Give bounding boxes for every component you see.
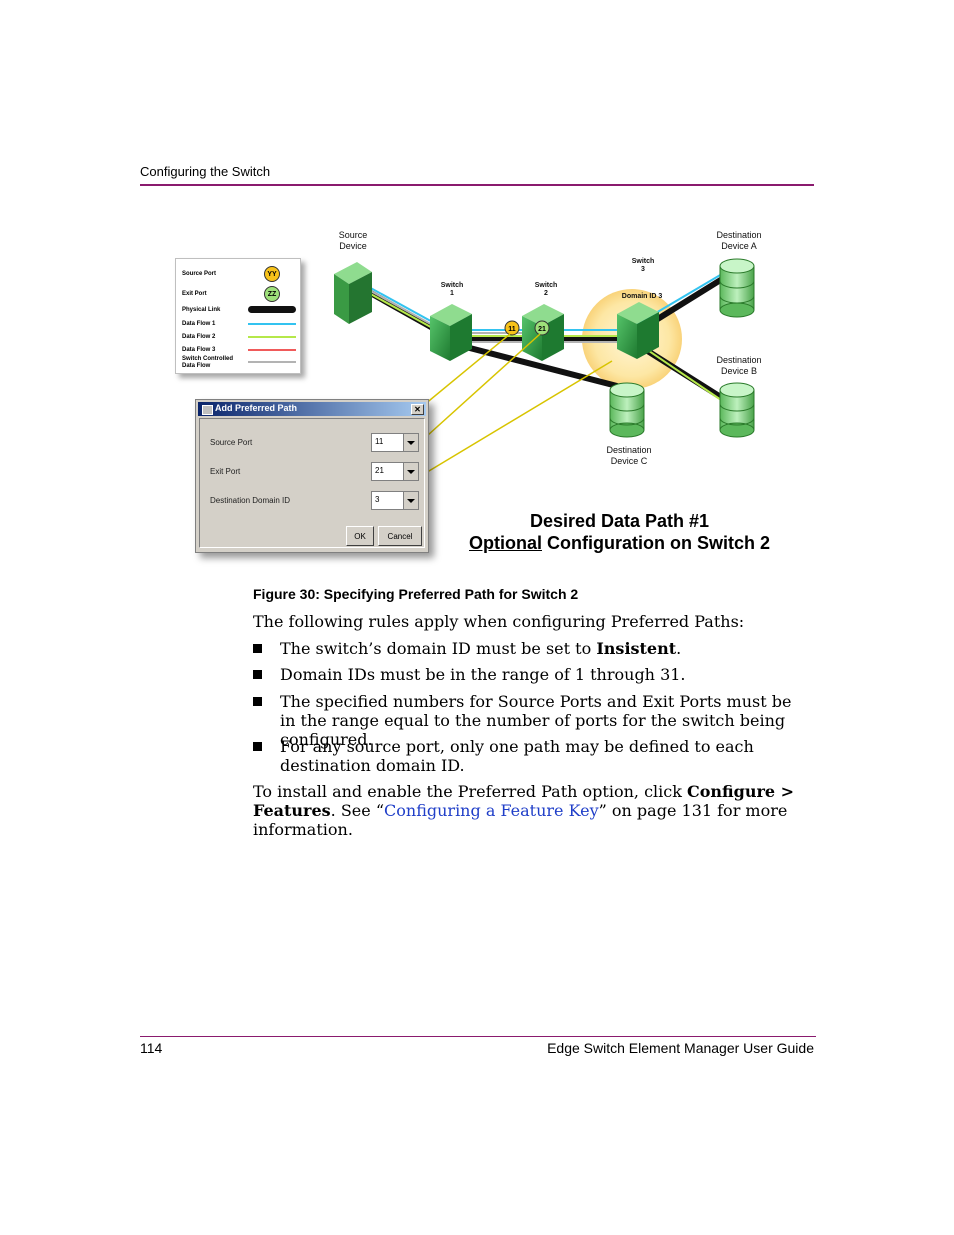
bullet-icon (253, 644, 262, 653)
legend-flow-2: Data Flow 2 (182, 334, 216, 340)
exit-port-label: Exit Port (210, 467, 241, 476)
cancel-button[interactable]: Cancel (378, 526, 422, 546)
legend-source-port-badge: YY (264, 266, 280, 282)
optional-word: Optional (469, 533, 542, 553)
chevron-down-icon[interactable] (403, 463, 418, 480)
label-domain-id: Domain ID 3 (621, 293, 663, 300)
bullet-text: The specified numbers for Source Ports a… (280, 692, 792, 749)
chevron-down-icon[interactable] (403, 492, 418, 509)
dest-domain-value: 3 (375, 495, 380, 504)
ok-button[interactable]: OK (346, 526, 374, 546)
legend-flow-3: Data Flow 3 (182, 347, 216, 353)
close-icon[interactable]: ✕ (411, 404, 424, 415)
legend-physical-link: Physical Link (182, 307, 221, 313)
legend: Source Port YY Exit Port ZZ Physical Lin… (175, 258, 301, 374)
title-line2-rest: Configuration on Switch 2 (542, 533, 770, 553)
switch-1-icon (430, 304, 472, 361)
legend-exit-port: Exit Port (182, 291, 207, 297)
add-preferred-path-dialog: Add Preferred Path ✕ Source Port 11 Exit… (195, 399, 429, 553)
dialog-title-bar: Add Preferred Path ✕ (198, 402, 426, 416)
legend-physical-link-swatch (248, 306, 296, 313)
legend-switch-controlled-swatch (248, 361, 296, 363)
dialog-body: Source Port 11 Exit Port 21 Destination … (199, 418, 425, 548)
port-21-label: 21 (538, 326, 546, 333)
dialog-title: Add Preferred Path (215, 403, 298, 413)
port-11-badge (504, 320, 520, 336)
dest-domain-select[interactable]: 3 (371, 491, 419, 510)
legend-flow-3-swatch (248, 349, 296, 351)
running-header: Configuring the Switch (140, 164, 271, 179)
legend-flow-2-swatch (248, 336, 296, 338)
page-number: 114 (140, 1040, 163, 1056)
footer-rule (140, 1036, 816, 1037)
intro-paragraph: The following rules apply when configuri… (253, 612, 745, 631)
bullet-text: Domain IDs must be in the range of 1 thr… (280, 665, 686, 684)
bullet-text: The switch’s domain ID must be set to In… (280, 639, 682, 658)
dest-device-b-icon (719, 382, 755, 438)
port-21-badge (534, 320, 550, 336)
switch-3-icon (617, 302, 659, 359)
header-rule (140, 184, 814, 186)
dest-domain-label: Destination Domain ID (210, 496, 291, 505)
chevron-down-icon[interactable] (403, 434, 418, 451)
bullet-icon (253, 742, 262, 751)
guide-title: Edge Switch Element Manager User Guide (547, 1040, 814, 1056)
source-port-value: 11 (375, 437, 384, 446)
bullet-icon (253, 697, 262, 706)
exit-port-select[interactable]: 21 (371, 462, 419, 481)
legend-exit-port-badge: ZZ (264, 286, 280, 302)
dest-device-a-icon (719, 258, 755, 318)
source-port-select[interactable]: 11 (371, 433, 419, 452)
source-port-label: Source Port (210, 438, 253, 447)
figure-caption: Figure 30: Specifying Preferred Path for… (253, 586, 579, 602)
bullet-text: For any source port, only one path may b… (280, 737, 754, 775)
legend-flow-1-swatch (248, 323, 296, 325)
source-device-icon (334, 262, 372, 324)
feature-key-link[interactable]: Configuring a Feature Key (384, 801, 599, 820)
dest-device-c-icon (609, 382, 645, 438)
legend-flow-1: Data Flow 1 (182, 321, 216, 327)
legend-source-port: Source Port (182, 271, 217, 277)
figure-title-line2: Optional Configuration on Switch 2 (457, 533, 782, 554)
port-11-label: 11 (508, 326, 516, 333)
bullet-icon (253, 670, 262, 679)
exit-port-value: 21 (375, 466, 384, 475)
closing-paragraph: To install and enable the Preferred Path… (253, 782, 795, 839)
window-icon (202, 405, 213, 415)
figure-title-line1: Desired Data Path #1 (529, 511, 710, 531)
